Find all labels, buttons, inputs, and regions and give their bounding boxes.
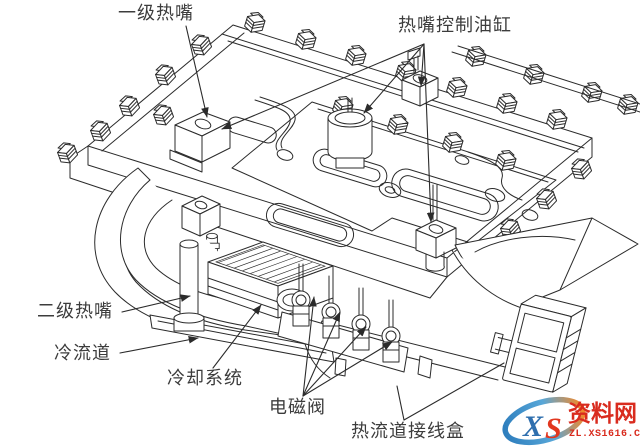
leader-control-cylinder-4 (221, 43, 425, 130)
solenoid-valve-unit (321, 275, 341, 339)
watermark-logo: X S 资料网 ZL.XS1616.COM (502, 396, 640, 446)
leader-cold-runner (119, 335, 199, 354)
solenoid-valve-unit (351, 287, 371, 351)
label-secondary-hot-nozzle: 二级热嘴 (37, 301, 113, 321)
label-cold-runner: 冷流道 (54, 343, 111, 363)
label-primary-hot-nozzle: 一级热嘴 (118, 3, 194, 23)
round-oil-cylinder (327, 97, 373, 169)
solenoid-valve-unit (381, 299, 401, 363)
leader-control-cylinder-3 (423, 43, 435, 223)
leader-secondary-hot-nozzle (121, 294, 191, 313)
junction-box (490, 294, 587, 393)
leader-lines (119, 25, 505, 421)
leader-junction-box-1 (396, 385, 405, 421)
secondary-cylinder-block (181, 195, 221, 237)
leader-primary-hot-nozzle (185, 25, 209, 118)
top-cylinder-block (401, 47, 439, 107)
primary-nozzle-cylinder-block (169, 111, 231, 173)
label-nozzle-control-cylinder: 热嘴控制油缸 (398, 15, 512, 35)
leader-solenoid-4 (302, 341, 393, 397)
label-hot-runner-junction-box: 热流道接线盒 (351, 421, 465, 441)
label-cooling-system: 冷却系统 (167, 368, 243, 388)
mold-corner-flap (451, 217, 639, 311)
leader-solenoid-3 (302, 326, 367, 397)
leader-solenoid-1 (302, 296, 317, 397)
leader-junction-box-2 (403, 362, 505, 421)
watermark-site-url: ZL.XS1616.COM (569, 429, 640, 440)
leader-solenoid-2 (302, 311, 341, 397)
leader-control-cylinder-2 (417, 43, 426, 87)
label-solenoid-valve: 电磁阀 (269, 397, 326, 417)
clamp-blocks (54, 9, 640, 243)
solenoid-valve-unit (291, 263, 311, 327)
leader-control-cylinder-1 (363, 43, 425, 114)
logo-ellipse-icon (502, 396, 586, 446)
logo-xs-text: X S (522, 410, 562, 445)
mid-cylinder-block (415, 184, 457, 272)
watermark-site-name: 资料网 (568, 400, 637, 426)
leader-cooling-system (212, 304, 262, 369)
runner-channels (227, 96, 539, 248)
